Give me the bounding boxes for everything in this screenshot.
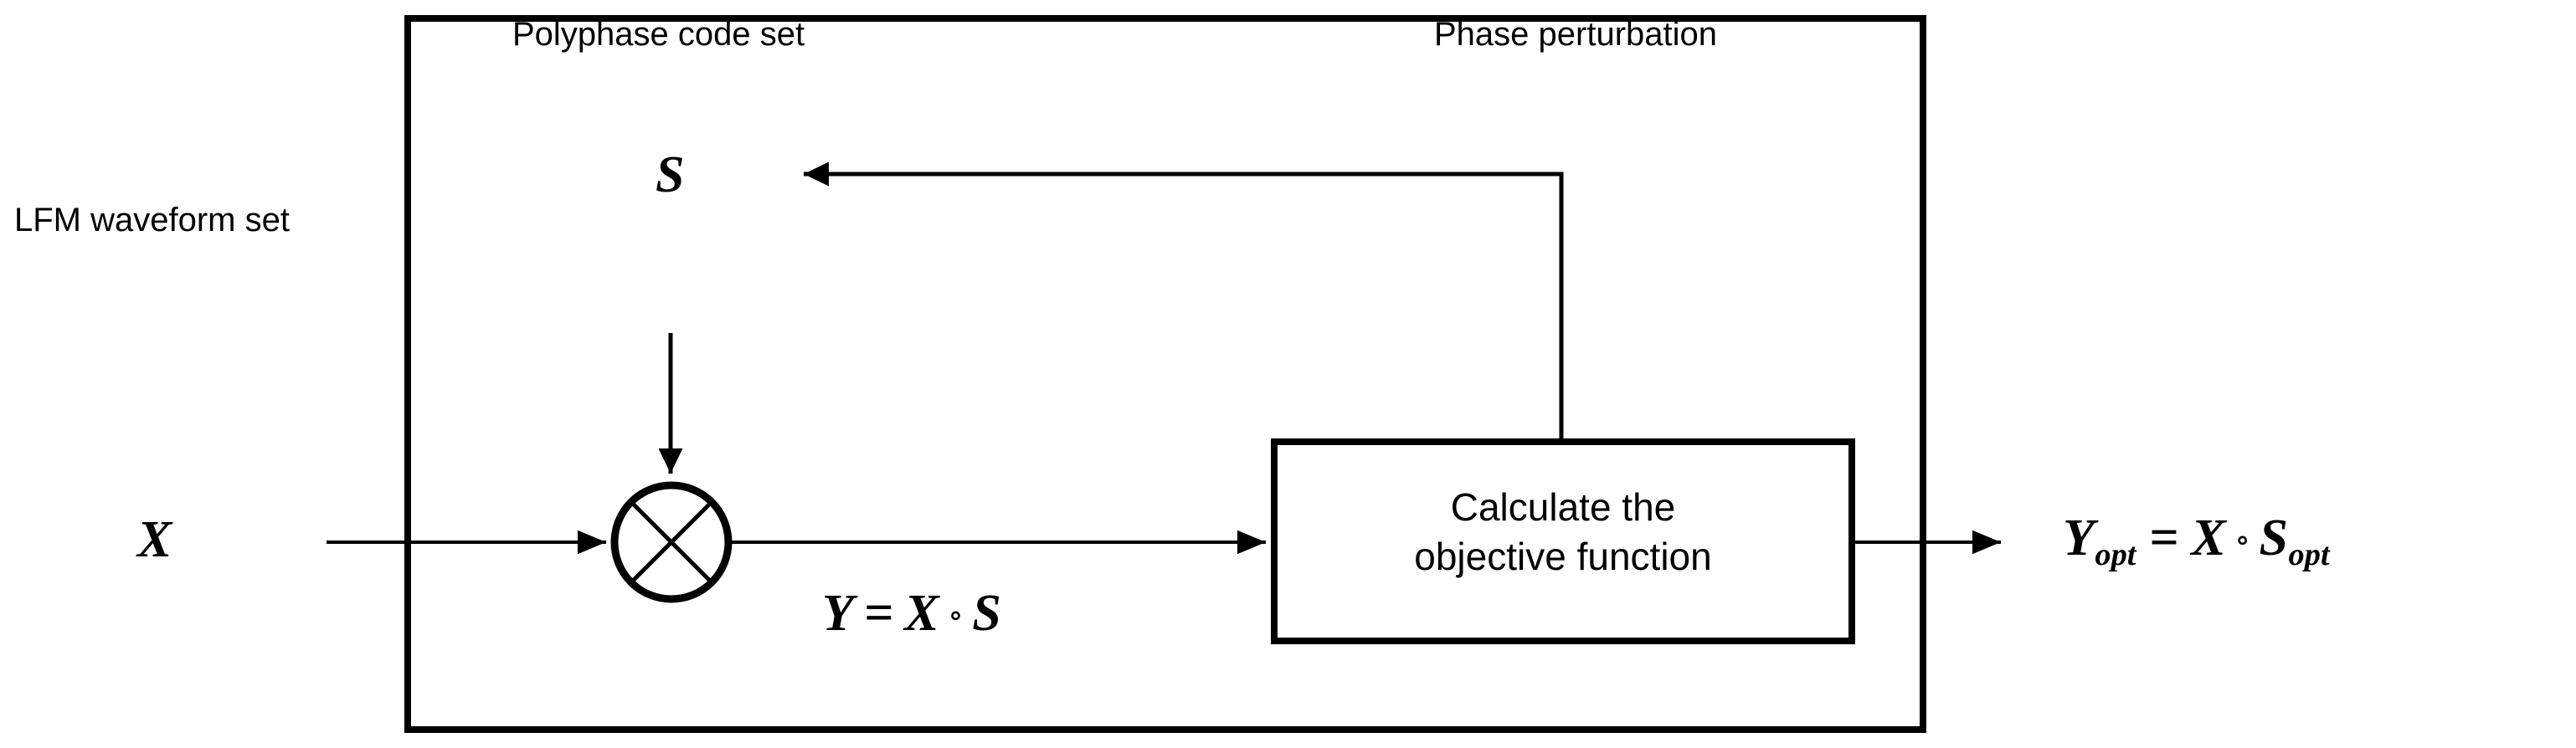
output-equation-equals: = [2149,510,2180,566]
calculate-objective-function-block [1271,438,1855,644]
output-equation-lhs-subscript: opt [2095,536,2136,572]
optimization-loop-container [404,15,1926,733]
output-equation-operand-b: S [2259,510,2289,566]
product-equation-operand-a: X [904,585,940,642]
input-symbol-x: X [137,511,172,568]
output-equation-operand-b-subscript: opt [2288,536,2330,572]
hadamard-operator-icon-output: ∘ [2234,523,2251,559]
product-equation-equals: = [864,585,895,642]
product-equation-operand-b: S [972,585,1002,642]
objective-block-line-1: Calculate the [1450,485,1676,529]
output-equation-lhs: Y [2063,510,2095,566]
polyphase-code-set-label: Polyphase code set [512,16,805,53]
multiplier-cross-stroke-b [630,500,713,584]
hadamard-operator-icon: ∘ [948,598,964,634]
objective-block-line-2: objective function [1414,534,1712,578]
product-equation: Y=X∘S [822,587,1001,639]
product-equation-lhs: Y [822,585,855,642]
output-equation: Yopt =X∘Sopt [2063,510,2330,571]
lfm-waveform-set-label: LFM waveform set [14,202,290,238]
phase-perturbation-label: Phase perturbation [1434,16,1718,53]
code-set-symbol-s: S [656,146,685,203]
output-equation-operand-a: X [2191,510,2227,566]
phase-perturbation-feedback-connector [804,174,1564,442]
objective-block-text: Calculate the objective function [1274,483,1852,581]
